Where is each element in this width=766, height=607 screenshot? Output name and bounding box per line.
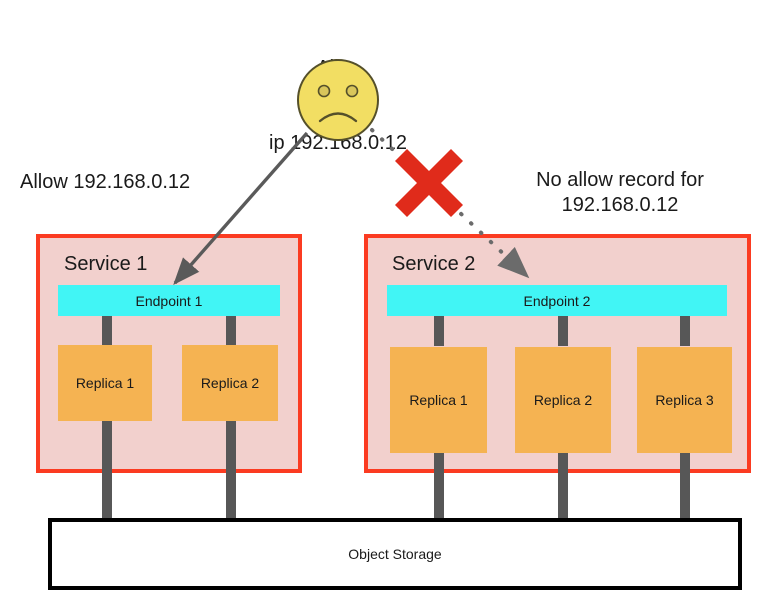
service-title: Service 1 [64,253,148,275]
connector-s2-replica1-storage [434,453,444,522]
sad-face-icon [297,59,379,141]
replica-box[interactable]: Replica 3 [637,347,732,453]
object-storage-box[interactable]: Object Storage [48,518,742,590]
endpoint-2[interactable]: Endpoint 2 [387,285,727,316]
connector-s2-replica2-storage [558,453,568,522]
replica-box[interactable]: Replica 2 [515,347,611,453]
connector-endpoint1-replica2 [226,316,236,346]
endpoint-1[interactable]: Endpoint 1 [58,285,280,316]
object-storage-label: Object Storage [348,546,442,562]
connector-endpoint1-replica1 [102,316,112,346]
connector-endpoint2-replica1 [434,316,444,346]
connector-s1-replica1-storage [102,421,112,522]
allow-annotation: Allow 192.168.0.12 [20,171,191,193]
connector-endpoint2-replica2 [558,316,568,346]
connector-s2-replica3-storage [680,453,690,522]
service-title: Service 2 [392,253,476,275]
replica-box[interactable]: Replica 2 [182,345,278,421]
deny-annotation: No allow record for 192.168.0.12 [536,169,704,216]
replica-box[interactable]: Replica 1 [58,345,152,421]
connector-endpoint2-replica3 [680,316,690,346]
replica-box[interactable]: Replica 1 [390,347,487,453]
connector-s1-replica2-storage [226,421,236,522]
